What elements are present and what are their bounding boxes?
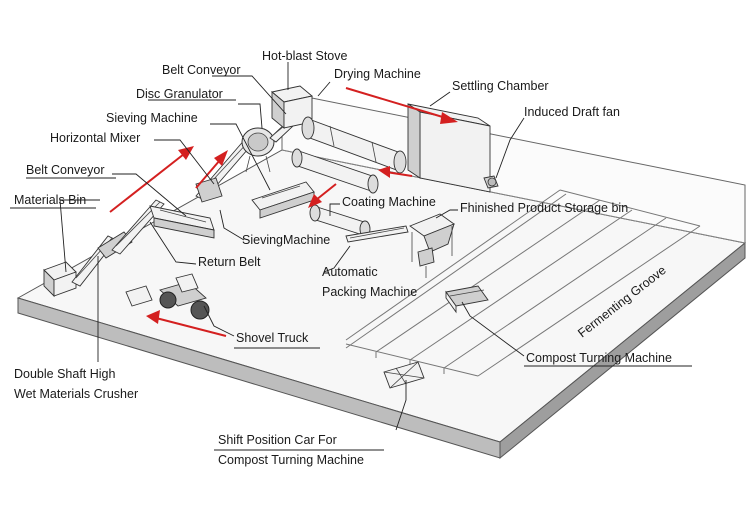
crusher-and-conveyors <box>71 199 165 287</box>
disc-granulator <box>241 127 275 173</box>
sieving-machine <box>251 181 315 219</box>
label-finished-storage-bin: Fhinished Product Storage bin <box>460 201 628 215</box>
label-disc-granulator: Disc Granulator <box>136 87 223 101</box>
cooling-drum <box>291 148 379 194</box>
horizontal-mixer <box>149 205 215 239</box>
label-materials-bin: Materials Bin <box>14 193 86 207</box>
label-settling-chamber: Settling Chamber <box>452 79 549 93</box>
label-coating-machine: Coating Machine <box>342 195 436 209</box>
label-horizontal-mixer: Horizontal Mixer <box>50 131 140 145</box>
induced-draft-fan <box>483 175 499 189</box>
label-return-belt: Return Belt <box>198 255 261 269</box>
drying-machine <box>301 116 407 174</box>
label-induced-draft-fan: Induced Draft fan <box>524 105 620 119</box>
label-compost-turning: Compost Turning Machine <box>526 351 672 365</box>
label-belt-conveyor-left: Belt Conveyor <box>26 163 105 177</box>
shift-position-car <box>383 361 425 389</box>
materials-bin <box>43 261 77 298</box>
label-shovel-truck: Shovel Truck <box>236 331 309 345</box>
label-double-shaft-1: Double Shaft High <box>14 367 116 381</box>
label-hot-blast-stove: Hot-blast Stove <box>262 49 348 63</box>
shovel-truck <box>125 273 210 320</box>
label-belt-conveyor-top: Belt Conveyor <box>162 63 241 77</box>
packing-machine <box>417 247 435 278</box>
settling-chamber <box>407 103 491 193</box>
label-shift-car-2: Compost Turning Machine <box>218 453 364 467</box>
fermenting-grooves <box>345 189 701 377</box>
label-shift-car-1: Shift Position Car For <box>218 433 337 447</box>
storage-bin <box>409 213 455 262</box>
label-automatic-packing-2: Packing Machine <box>322 285 417 299</box>
label-drying-machine: Drying Machine <box>334 67 421 81</box>
floor-front-right <box>499 241 746 460</box>
hot-blast-stove <box>271 85 313 129</box>
packing-conveyor <box>345 225 409 243</box>
label-sieving-machine-top: Sieving Machine <box>106 111 198 125</box>
label-double-shaft-2: Wet Materials Crusher <box>14 387 138 401</box>
label-automatic-packing-1: Automatic <box>322 265 378 279</box>
leader-lines <box>10 62 692 451</box>
compost-turning-machine <box>445 285 489 314</box>
flow-arrows <box>109 87 458 337</box>
label-sieving-machine-mid: SievingMachine <box>242 233 330 247</box>
labels: Hot-blast Stove Belt Conveyor Drying Mac… <box>14 49 672 467</box>
